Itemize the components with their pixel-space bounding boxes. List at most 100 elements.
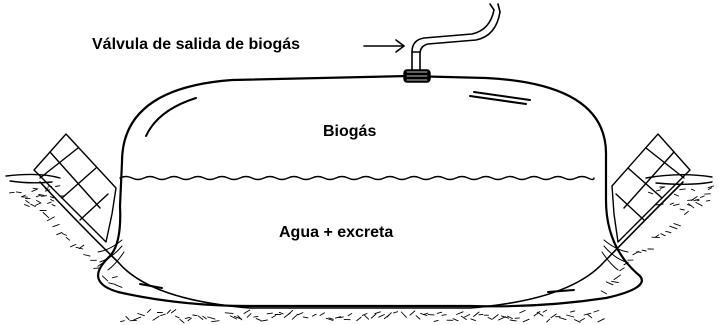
soil-hatch-mark <box>334 316 342 319</box>
soil-hatch-mark <box>47 201 52 204</box>
soil-hatch-mark <box>605 281 614 286</box>
soil-hatch-mark <box>328 317 334 320</box>
soil-hatch-mark <box>679 188 686 191</box>
soil-hatch-mark <box>436 311 443 314</box>
soil-hatch-mark <box>433 319 439 322</box>
soil-hatch-mark <box>31 188 38 192</box>
soil-hatch-mark <box>302 316 309 319</box>
soil-hatch-mark <box>32 187 39 190</box>
soil-hatch-mark <box>566 314 575 318</box>
soil-hatch-mark <box>24 204 30 207</box>
soil-hatch-mark <box>707 185 715 189</box>
soil-hatch-mark <box>49 196 55 199</box>
soil-hatch-mark <box>202 315 207 320</box>
soil-hatch-mark <box>288 309 294 315</box>
soil-hatch-mark <box>441 314 447 316</box>
soil-hatch-mark <box>665 230 672 234</box>
soil-hatch-mark <box>699 195 705 198</box>
soil-hatch-mark <box>237 315 243 321</box>
bag-folds <box>97 239 629 271</box>
soil-hatch-mark <box>519 309 526 314</box>
soil-hatch-mark <box>78 244 85 250</box>
soil-hatch-mark <box>559 317 567 321</box>
soil-hatch-mark <box>34 202 42 206</box>
soil-hatch-mark <box>30 203 36 207</box>
soil-hatch-mark <box>409 310 416 316</box>
soil-hatch-mark <box>464 314 471 318</box>
soil-hatch-mark <box>600 290 608 295</box>
soil-hatch-mark <box>487 317 493 320</box>
soil-hatch-mark <box>679 208 685 211</box>
right-retaining-wall <box>611 133 691 243</box>
soil-hatch-mark <box>509 319 517 322</box>
biogas-label: Biogás <box>323 123 377 140</box>
soil-hatch-mark <box>356 316 362 322</box>
soil-hatch-mark <box>207 316 216 320</box>
valve-fitting <box>403 69 431 83</box>
soil-hatch-mark <box>533 311 541 317</box>
soil-hatch-mark <box>579 318 585 322</box>
soil-hatch-mark <box>44 187 49 190</box>
soil-hatch-mark <box>111 276 118 279</box>
soil-hatch-mark <box>255 318 262 321</box>
soil-hatching <box>9 185 715 324</box>
soil-hatch-mark <box>197 315 204 320</box>
soil-hatch-mark <box>655 189 661 192</box>
soil-hatch-mark <box>115 284 123 288</box>
soil-hatch-mark <box>271 315 276 319</box>
soil-hatch-mark <box>170 309 177 314</box>
soil-hatch-mark <box>706 199 711 202</box>
soil-hatch-mark <box>229 315 238 320</box>
soil-hatch-mark <box>47 216 55 222</box>
soil-hatch-mark <box>378 314 385 318</box>
soil-hatch-mark <box>500 315 510 319</box>
soil-hatch-mark <box>120 320 125 323</box>
soil-hatch-mark <box>174 315 180 319</box>
soil-hatch-mark <box>125 315 130 320</box>
soil-hatch-mark <box>25 200 30 204</box>
soil-hatch-mark <box>361 313 368 316</box>
soil-hatch-mark <box>297 312 304 316</box>
soil-hatch-mark <box>40 195 48 197</box>
soil-hatch-mark <box>83 254 91 257</box>
biodigester-bag <box>97 74 643 308</box>
soil-hatch-mark <box>20 194 26 198</box>
soil-hatch-mark <box>569 310 576 313</box>
soil-hatch-mark <box>506 315 513 320</box>
soil-hatch-mark <box>415 315 421 320</box>
soil-hatch-mark <box>38 193 45 196</box>
soil-hatch-mark <box>542 309 548 313</box>
soil-hatch-mark <box>51 204 56 207</box>
soil-hatch-mark <box>224 312 234 314</box>
soil-hatch-mark <box>641 249 647 252</box>
soil-hatch-mark <box>707 187 713 191</box>
soil-hatch-mark <box>146 308 151 313</box>
soil-hatch-mark <box>673 223 681 227</box>
soil-hatch-mark <box>253 315 259 318</box>
soil-hatch-mark <box>325 317 334 321</box>
soil-hatch-mark <box>291 313 299 320</box>
soil-hatch-mark <box>338 316 344 319</box>
soil-hatch-mark <box>101 275 109 282</box>
soil-hatch-mark <box>473 311 480 317</box>
soil-hatch-mark <box>460 315 467 320</box>
soil-hatch-mark <box>636 251 642 253</box>
soil-hatch-mark <box>611 280 619 283</box>
soil-hatch-mark <box>35 194 42 198</box>
soil-hatch-mark <box>687 199 694 201</box>
soil-hatch-mark <box>374 311 381 315</box>
soil-hatch-mark <box>587 314 593 319</box>
soil-hatch-mark <box>573 319 581 323</box>
soil-hatch-mark <box>647 191 654 195</box>
soil-hatch-mark <box>36 200 41 203</box>
soil-hatch-mark <box>42 212 50 219</box>
soil-hatch-mark <box>192 314 198 317</box>
soil-hatch-mark <box>686 204 692 207</box>
soil-hatch-mark <box>536 311 544 317</box>
soil-hatch-mark <box>243 309 251 314</box>
soil-hatch-mark <box>266 312 273 315</box>
soil-hatch-mark <box>44 189 51 192</box>
soil-hatch-mark <box>55 185 61 187</box>
soil-hatch-mark <box>184 316 191 319</box>
soil-hatch-mark <box>364 315 370 320</box>
